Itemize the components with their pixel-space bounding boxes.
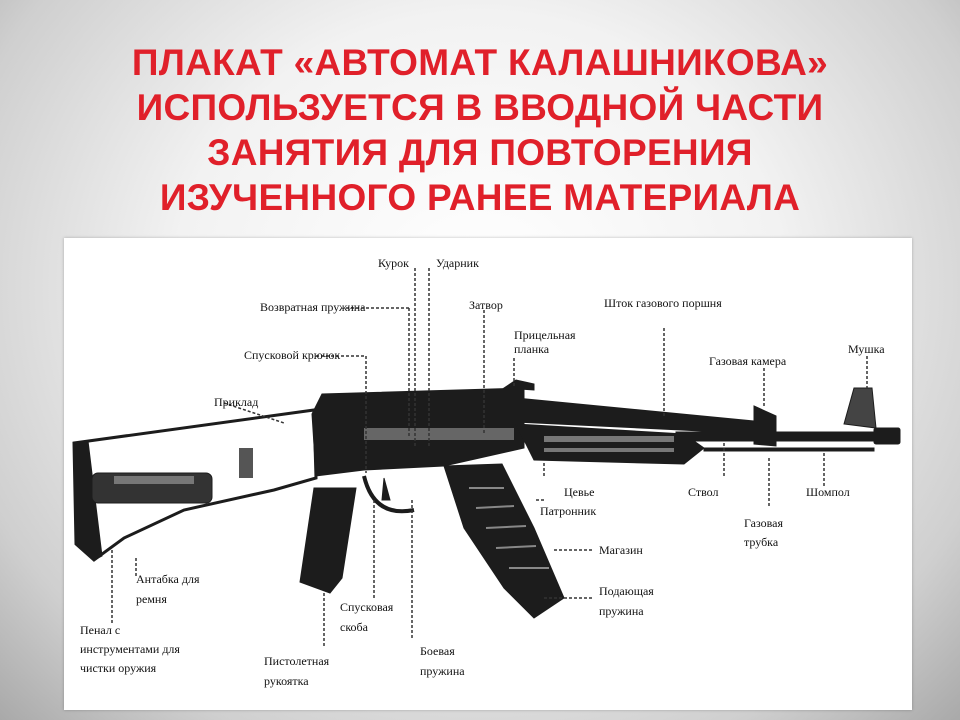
label-antabka-1: Антабка для — [136, 572, 200, 586]
label-spuskovoy-kryuchok: Спусковой крючок — [244, 348, 341, 362]
rifle-diagram: Курок Ударник Возвратная пружина Затвор … — [64, 238, 912, 710]
pistol-grip — [299, 487, 357, 594]
label-shompol: Шомпол — [806, 485, 850, 499]
label-zatvor: Затвор — [469, 298, 503, 312]
handguard — [515, 423, 705, 465]
title-line-1: ПЛАКАТ «АВТОМАТ КАЛАШНИКОВА» — [131, 42, 829, 83]
label-vozvratnaya-pruzhina: Возвратная пружина — [260, 300, 366, 314]
label-tsevye: Цевье — [564, 485, 595, 499]
label-pritselnaya-planka-2: планка — [514, 342, 550, 356]
label-penal-1: Пенал с — [80, 623, 121, 637]
label-boevaya-pruzhina-1: Боевая — [420, 644, 455, 658]
stock-grip-dark — [73, 440, 103, 561]
slide-title: ПЛАКАТ «АВТОМАТ КАЛАШНИКОВА» ИСПОЛЬЗУЕТС… — [40, 40, 920, 220]
label-boevaya-pruzhina-2: пружина — [420, 664, 465, 678]
label-penal-3: чистки оружия — [80, 661, 157, 675]
label-patronnik: Патронник — [540, 504, 597, 518]
barrel — [675, 431, 887, 442]
label-udarnik: Ударник — [436, 256, 479, 270]
label-podavayushchaya-2: пружина — [599, 604, 644, 618]
label-antabka-2: ремня — [136, 592, 167, 606]
title-line-3: ЗАНЯТИЯ ДЛЯ ПОВТОРЕНИЯ — [207, 132, 753, 173]
rifle-drawing — [72, 268, 901, 648]
label-gazovaya-trubka-1: Газовая — [744, 516, 783, 530]
label-spuskovaya-skoba-1: Спусковая — [340, 600, 394, 614]
title-line-4: ИЗУЧЕННОГО РАНЕЕ МАТЕРИАЛА — [159, 177, 801, 218]
label-podavayushchaya-1: Подающая — [599, 584, 654, 598]
label-pritselnaya-planka-1: Прицельная — [514, 328, 576, 342]
label-mushka: Мушка — [848, 342, 885, 356]
label-pistoletnaya-1: Пистолетная — [264, 654, 330, 668]
label-penal-2: инструментами для — [80, 642, 180, 656]
label-spuskovaya-skoba-2: скоба — [340, 620, 368, 634]
label-pistoletnaya-2: рукоятка — [264, 674, 309, 688]
label-magazin: Магазин — [599, 543, 643, 557]
label-stvol: Ствол — [688, 485, 719, 499]
label-kurok: Курок — [378, 256, 409, 270]
magazine — [443, 463, 565, 619]
title-line-2: ИСПОЛЬЗУЕТСЯ В ВВОДНОЙ ЧАСТИ — [136, 87, 824, 128]
label-priklad: Приклад — [214, 395, 259, 409]
label-gazovaya-kamera: Газовая камера — [709, 354, 787, 368]
front-sight — [843, 387, 877, 429]
cleaning-rod — [703, 447, 875, 452]
label-gazovaya-trubka-2: трубка — [744, 535, 779, 549]
label-shtok: Шток газового поршня — [604, 296, 722, 310]
